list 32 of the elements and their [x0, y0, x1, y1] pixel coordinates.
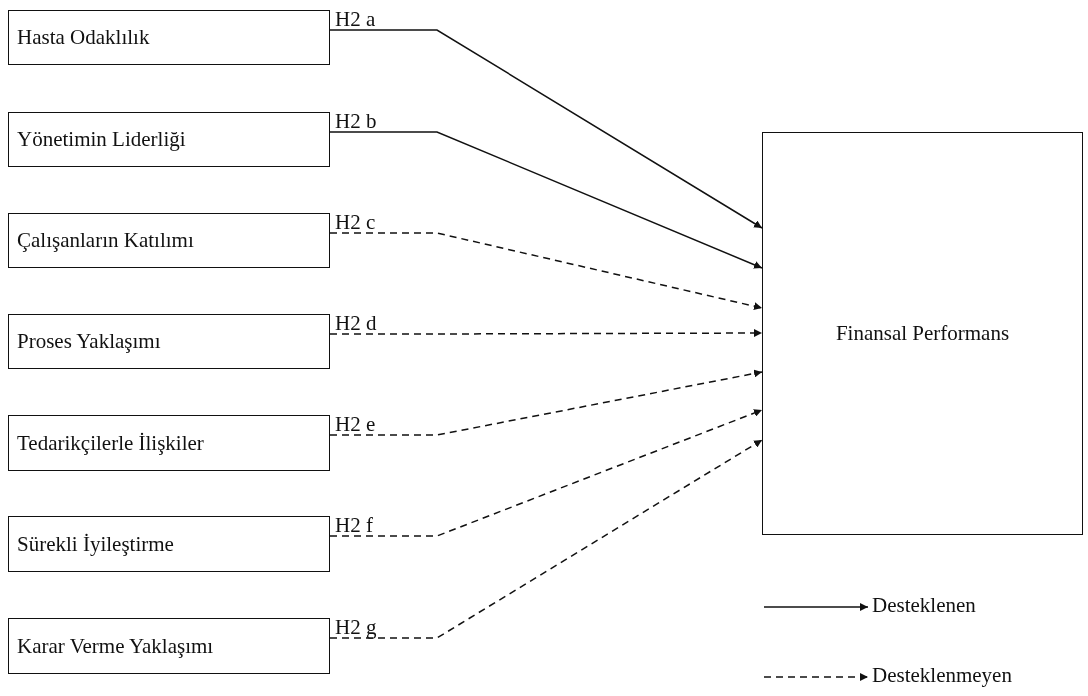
- factor-box: [8, 618, 330, 674]
- arrow: [329, 29, 763, 229]
- arrow: [329, 329, 763, 337]
- legend-label: Desteklenen: [872, 595, 976, 616]
- node-label: Proses Yaklaşımı: [16, 329, 161, 354]
- arrow: [329, 369, 763, 436]
- edge-label: H2 d: [335, 313, 377, 334]
- edge-label: H2 f: [335, 515, 373, 536]
- factor-box: [8, 10, 330, 65]
- factor-box: [8, 415, 330, 471]
- arrow: [329, 409, 763, 537]
- node-label: Çalışanların Katılımı: [16, 228, 194, 253]
- arrow: [329, 131, 763, 269]
- node-label: Sürekli İyileştirme: [16, 531, 174, 557]
- edge-label: H2 b: [335, 111, 377, 132]
- edge-label: H2 a: [335, 9, 376, 30]
- factor-box: [8, 213, 330, 268]
- node-label: Karar Verme Yaklaşımı: [16, 633, 214, 659]
- node-label: Finansal Performans: [835, 321, 1010, 346]
- factor-box: [8, 112, 330, 167]
- edge-label: H2 g: [335, 617, 377, 638]
- legend-label: Desteklenmeyen: [872, 665, 1012, 686]
- node-label: Yönetimin Liderliği: [16, 127, 186, 152]
- edge-label: H2 c: [335, 212, 376, 233]
- factor-box: [8, 516, 330, 572]
- arrow: [329, 439, 763, 639]
- node-label: Hasta Odaklılık: [16, 25, 150, 50]
- node-label: Tedarikçilerle İlişkiler: [16, 430, 204, 456]
- outcome-box: [762, 132, 1083, 535]
- edge-label: H2 e: [335, 414, 376, 435]
- arrow: [329, 232, 763, 311]
- factor-box: [8, 314, 330, 369]
